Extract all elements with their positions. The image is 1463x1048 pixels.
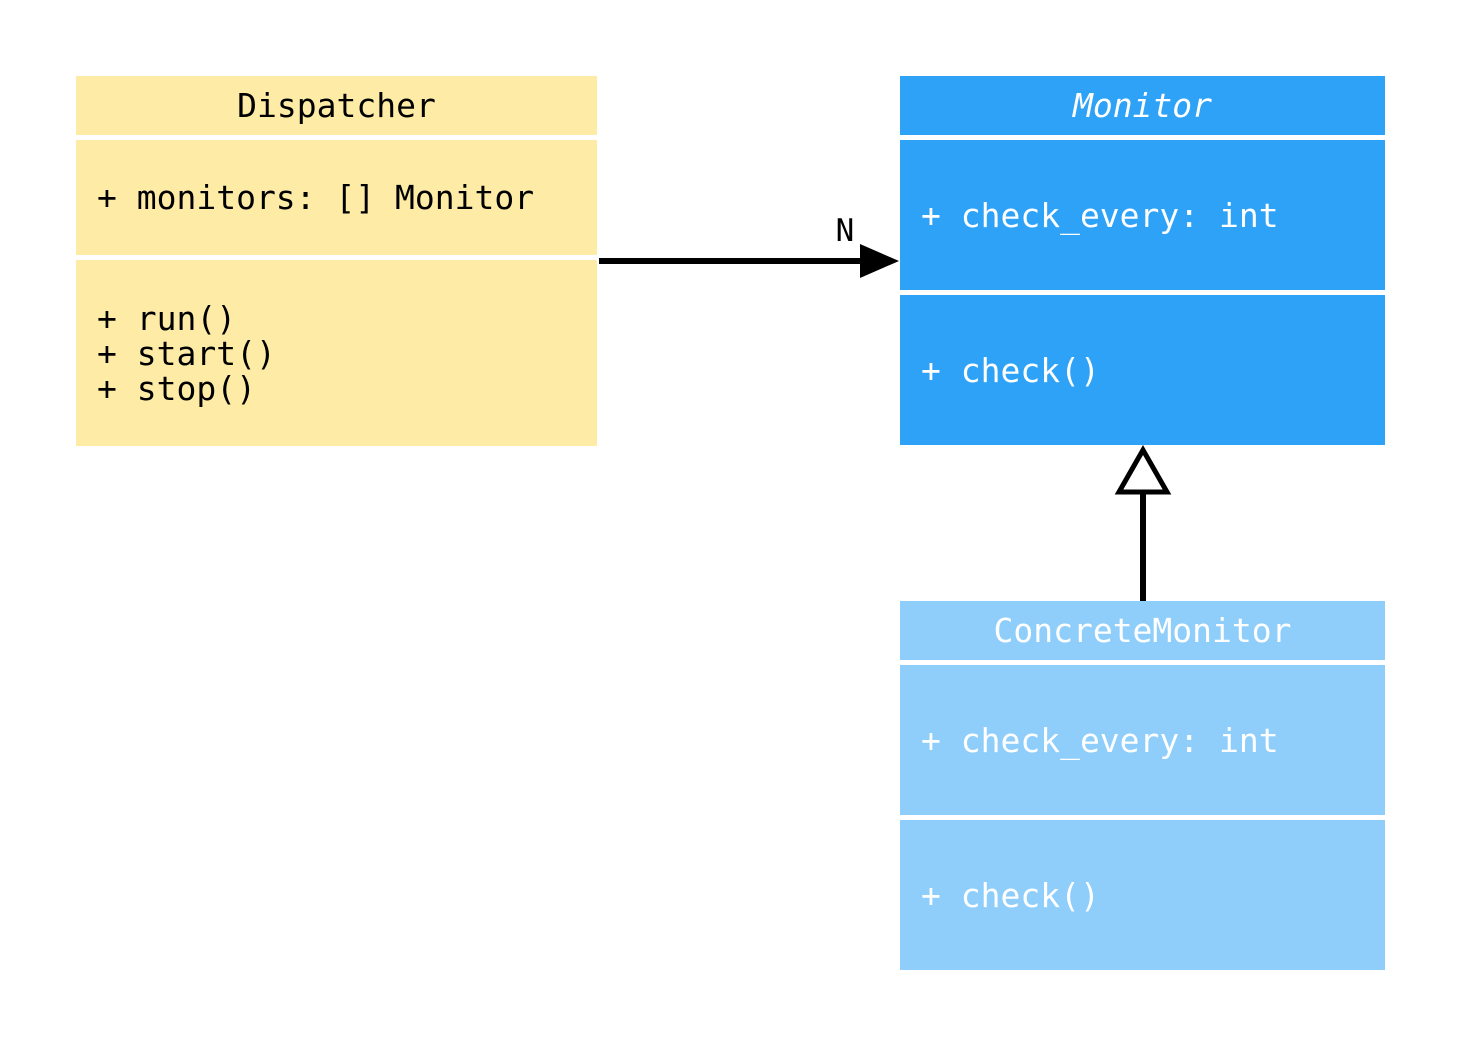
class-title: Dispatcher [76, 76, 597, 135]
class-title: Monitor [900, 76, 1385, 135]
inheritance-arrow-concretemonitor-monitor [1114, 444, 1172, 601]
inheritance-triangle-icon [1114, 444, 1172, 495]
association-arrowhead-icon [860, 244, 899, 278]
class-methods-section: + run() + start() + stop() [76, 260, 597, 446]
attribute-line: + check_every: int [921, 195, 1279, 235]
class-methods-section: + check() [900, 820, 1385, 970]
class-attributes-section: + check_every: int [900, 665, 1385, 815]
class-methods-section: + check() [900, 295, 1385, 445]
class-title: ConcreteMonitor [900, 601, 1385, 660]
multiplicity-label: N [836, 213, 855, 249]
method-line: + start() [97, 333, 276, 373]
method-line: + check() [921, 350, 1100, 390]
method-line: + check() [921, 875, 1100, 915]
class-box-concrete-monitor: ConcreteMonitor + check_every: int + che… [900, 601, 1385, 970]
association-arrow-dispatcher-monitor: N [599, 213, 899, 278]
class-box-dispatcher: Dispatcher + monitors: [] Monitor + run(… [76, 76, 597, 446]
attribute-line: + monitors: [] Monitor [97, 178, 535, 217]
method-line: + stop() [97, 368, 256, 408]
class-attributes-section: + check_every: int [900, 140, 1385, 290]
class-box-monitor: Monitor + check_every: int + check() [900, 76, 1385, 445]
attribute-line: + check_every: int [921, 720, 1279, 760]
method-line: + run() [97, 298, 237, 338]
class-attributes-section: + monitors: [] Monitor [76, 140, 597, 255]
